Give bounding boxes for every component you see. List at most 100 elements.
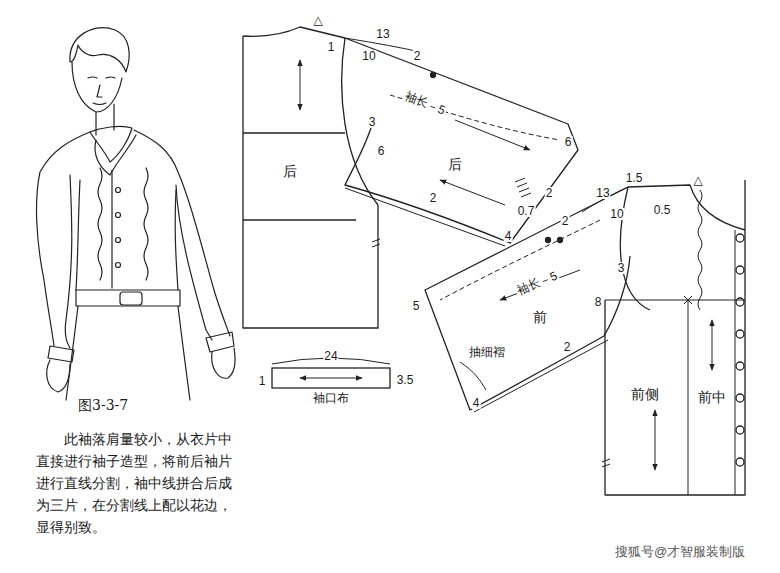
pattern-line bbox=[440, 220, 600, 300]
pattern-line bbox=[37, 132, 90, 346]
pattern-line bbox=[688, 300, 689, 495]
pattern-line bbox=[372, 239, 380, 247]
piece-name: 前中 bbox=[697, 390, 727, 405]
pattern-line bbox=[111, 170, 112, 288]
dimension-label: 0.7 bbox=[517, 205, 536, 217]
front-sleeve bbox=[425, 187, 630, 412]
piece-name: 袖口布 bbox=[312, 392, 350, 405]
pattern-line bbox=[684, 296, 692, 304]
pattern-line bbox=[628, 185, 745, 230]
dimension-label: △ bbox=[692, 174, 703, 186]
pattern-line bbox=[736, 234, 744, 242]
pattern-line bbox=[120, 292, 142, 305]
pattern-line bbox=[736, 330, 744, 338]
pattern-line bbox=[345, 38, 420, 52]
pattern-line bbox=[66, 306, 190, 400]
pattern-line bbox=[116, 238, 121, 243]
dimension-label: 4 bbox=[472, 397, 481, 409]
pattern-line bbox=[736, 266, 744, 274]
pattern-line bbox=[500, 270, 580, 300]
pattern-line bbox=[736, 362, 744, 370]
dimension-label: 3.5 bbox=[396, 374, 415, 386]
dimension-label: 袖长－5 bbox=[402, 89, 448, 117]
pattern-line bbox=[431, 73, 436, 78]
pattern-line bbox=[455, 120, 530, 150]
pattern-line bbox=[736, 394, 744, 402]
dimension-label: 1 bbox=[258, 375, 267, 387]
pattern-line bbox=[620, 187, 650, 310]
pattern-line bbox=[65, 175, 72, 348]
pattern-line bbox=[605, 180, 745, 495]
pattern-line bbox=[736, 458, 744, 466]
pattern-line bbox=[243, 36, 378, 328]
dimension-label: 13 bbox=[595, 187, 610, 199]
pattern-line bbox=[546, 238, 551, 243]
pattern-line bbox=[272, 368, 390, 388]
pattern-line bbox=[206, 332, 234, 352]
caption-text: 此袖落肩量较小，从衣片中直接进行袖子造型，将前后袖片进行直线分割，袖中线拼合后成… bbox=[36, 428, 232, 538]
pattern-piece: 前侧 bbox=[630, 387, 660, 402]
pattern-piece: 前中 bbox=[697, 390, 727, 405]
dimension-label: 6 bbox=[564, 136, 573, 148]
dimension-label: 10 bbox=[361, 50, 376, 62]
piece-name: 前侧 bbox=[630, 387, 660, 402]
piece-name: 后 bbox=[282, 164, 298, 179]
pattern-line bbox=[655, 410, 656, 470]
pattern-line bbox=[515, 178, 531, 197]
pattern-line bbox=[116, 188, 121, 193]
pattern-piece: 后 bbox=[282, 164, 298, 179]
dimension-label: △ bbox=[312, 14, 323, 26]
pattern-line bbox=[76, 290, 180, 306]
pattern-line bbox=[735, 230, 736, 495]
pattern-line bbox=[47, 360, 70, 392]
pattern-line bbox=[698, 190, 702, 310]
pattern-line bbox=[96, 104, 114, 135]
dimension-label: 0.5 bbox=[653, 204, 672, 216]
dimension-label: 4 bbox=[504, 230, 513, 242]
dimension-label: 24 bbox=[323, 350, 338, 362]
pattern-line bbox=[736, 298, 744, 306]
pattern-line bbox=[712, 320, 713, 370]
pattern-line bbox=[176, 185, 212, 340]
back-bodice bbox=[243, 27, 380, 328]
dimension-label: 3 bbox=[617, 262, 626, 274]
dimension-label: 抽细褶 bbox=[468, 346, 506, 358]
pattern-line bbox=[460, 362, 486, 390]
dimension-label: 2 bbox=[429, 192, 438, 204]
dimension-label: 3 bbox=[368, 116, 377, 128]
pattern-line bbox=[736, 426, 744, 434]
pattern-line bbox=[300, 60, 301, 110]
dimension-label: 5 bbox=[412, 300, 421, 312]
pattern-line bbox=[212, 348, 235, 378]
pattern-line bbox=[558, 238, 563, 243]
pattern-line bbox=[88, 77, 115, 105]
pattern-line bbox=[440, 180, 505, 205]
pattern-line bbox=[605, 300, 745, 301]
piece-name: 后 bbox=[447, 157, 463, 172]
pattern-piece: 袖口布 bbox=[312, 392, 350, 405]
pattern-piece: 后 bbox=[447, 157, 463, 172]
dimension-label: 1.5 bbox=[625, 172, 644, 184]
pattern-line bbox=[98, 168, 148, 280]
front-bodice bbox=[602, 180, 745, 495]
watermark: 搜狐号@才智服装制版 bbox=[614, 545, 746, 558]
dimension-label: 2 bbox=[561, 215, 570, 227]
pattern-line bbox=[76, 180, 178, 290]
dimension-label: 袖长－5 bbox=[514, 269, 560, 297]
piece-name: 前 bbox=[532, 310, 548, 325]
dimension-label: 1 bbox=[327, 41, 336, 53]
dimension-label: 2 bbox=[413, 50, 422, 62]
dimension-label: 2 bbox=[563, 341, 572, 353]
pattern-line bbox=[70, 28, 129, 72]
cuff-piece bbox=[272, 358, 390, 388]
pattern-piece: 前 bbox=[532, 310, 548, 325]
fashion-figure bbox=[37, 28, 236, 400]
pattern-line bbox=[243, 133, 356, 220]
dimension-label: 10 bbox=[609, 208, 624, 220]
dimension-label: 8 bbox=[594, 296, 603, 308]
dimension-label: 2 bbox=[545, 187, 554, 199]
pattern-line bbox=[602, 459, 610, 467]
dimension-label: 13 bbox=[375, 28, 390, 40]
pattern-line bbox=[345, 38, 578, 243]
pattern-line bbox=[116, 213, 121, 218]
